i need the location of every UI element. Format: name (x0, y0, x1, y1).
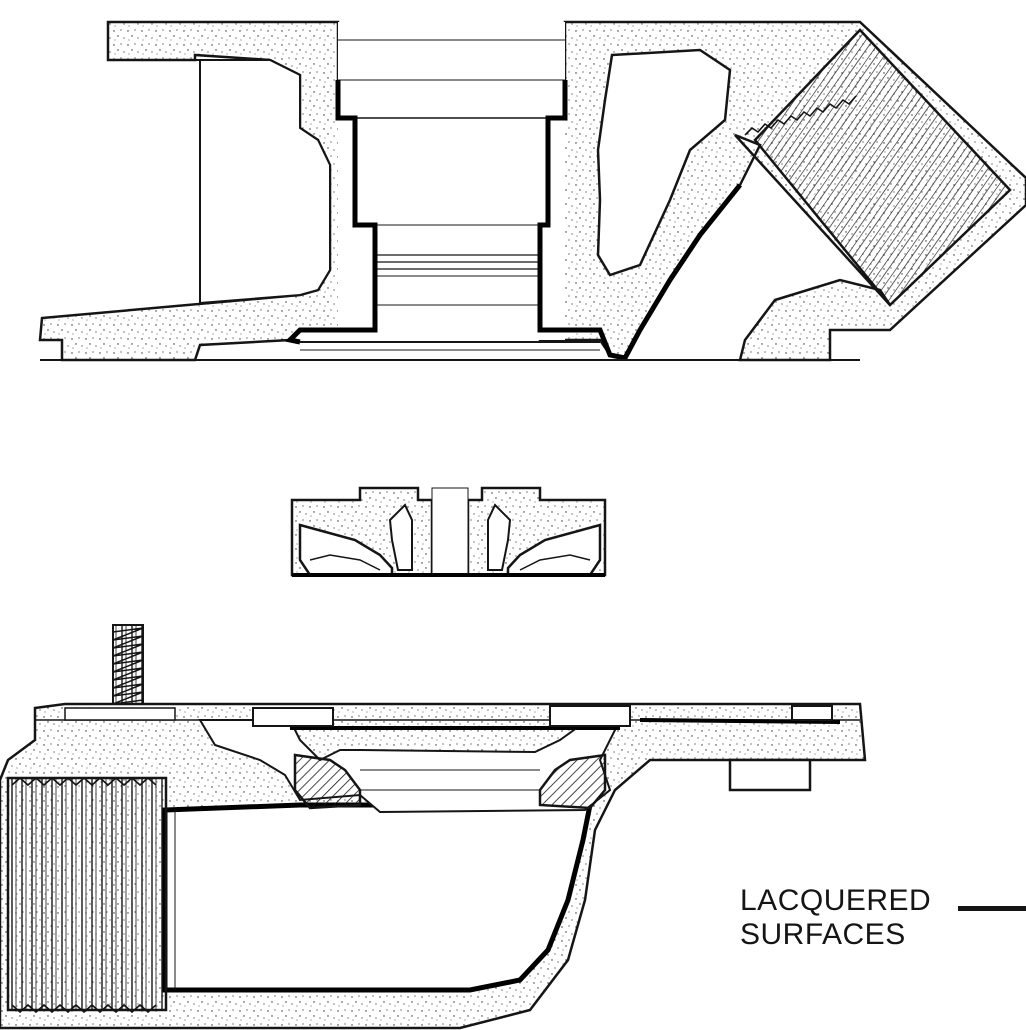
bottom-cavity (162, 802, 594, 993)
bottom-boss-2 (549, 705, 631, 727)
bottom-boss-3 (791, 705, 833, 721)
bottom-seal-left (293, 753, 362, 810)
bottom-section (0, 624, 867, 1030)
middle-vane-left (298, 523, 394, 577)
middle-section (290, 486, 607, 577)
top-right-cavity (596, 48, 732, 277)
legend-lacquer-line (958, 906, 1026, 911)
top-lacquer-left (284, 80, 378, 345)
middle-bore (431, 487, 469, 576)
top-section (38, 20, 1026, 362)
bottom-boss-1 (252, 707, 334, 727)
top-left-cavity (195, 59, 331, 305)
top-lacquer-right (537, 80, 742, 361)
top-central-bore (338, 22, 565, 340)
bottom-threaded-port (6, 776, 168, 1012)
middle-vane-right (506, 523, 602, 577)
bottom-foot (728, 758, 812, 792)
top-thread-teeth (744, 95, 857, 136)
top-threaded-bore (753, 28, 1012, 307)
legend-line-1: LACQUERED (740, 884, 932, 917)
bottom-seal-right (538, 753, 607, 810)
legend-line-2: SURFACES (740, 918, 906, 951)
legend-label: LACQUERED SURFACES (740, 884, 931, 952)
